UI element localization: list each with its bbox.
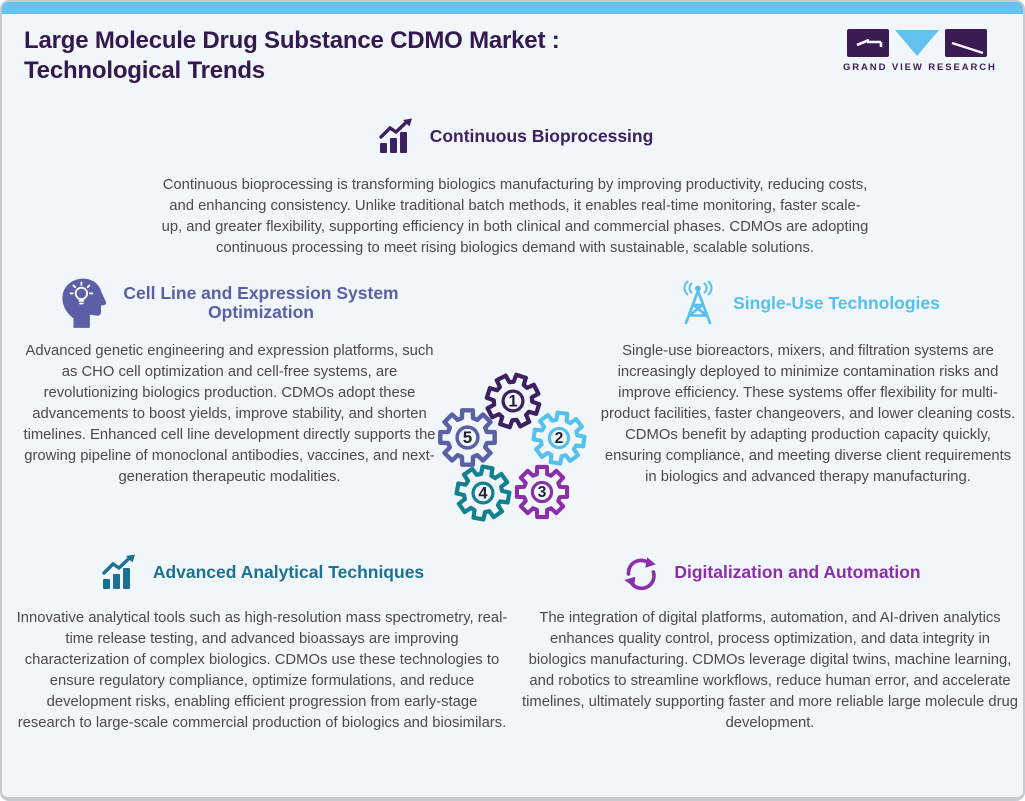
head-lightbulb-icon	[62, 278, 107, 328]
cycle-arrows-icon	[624, 557, 657, 591]
section-heading-row: Continuous Bioprocessing	[160, 114, 870, 158]
gear-icon: 4	[454, 464, 512, 522]
section-body: Innovative analytical tools such as high…	[16, 610, 508, 731]
growth-chart-icon	[102, 554, 135, 589]
gear-icon: 3	[514, 464, 570, 520]
gear-number: 2	[555, 430, 564, 447]
section-body: Single-use bioreactors, mixers, and filt…	[600, 343, 1016, 485]
brand-name: GRAND VIEW RESEARCH	[843, 62, 997, 73]
page-title: Large Molecule Drug Substance CDMO Marke…	[24, 26, 560, 86]
section-heading-row: Single-Use Technologies	[600, 274, 1016, 332]
section-heading-row: Digitalization and Automation	[522, 550, 1018, 594]
top-accent-bar	[2, 2, 1023, 14]
section-body: The integration of digital platforms, au…	[522, 610, 1018, 731]
page-title-line2: Technological Trends	[24, 57, 265, 84]
section-title: Cell Line and Expression System Optimiza…	[123, 283, 399, 322]
gear-5: 5	[436, 406, 499, 469]
antenna-icon	[683, 280, 713, 325]
gear-number: 3	[538, 484, 547, 501]
gear-number: 1	[508, 392, 517, 410]
section-advanced-analytical: Advanced Analytical Techniques Innovativ…	[16, 550, 508, 734]
section-title: Single-Use Technologies	[733, 292, 940, 313]
gear-icon: 1	[484, 372, 542, 430]
section-heading-row: Cell Line and Expression System Optimiza…	[22, 274, 437, 332]
section-title: Digitalization and Automation	[674, 561, 921, 582]
section-cell-line-optimization: Cell Line and Expression System Optimiza…	[22, 274, 437, 488]
section-title: Continuous Bioprocessing	[429, 125, 654, 146]
section-continuous-bioprocessing: Continuous Bioprocessing Continuous biop…	[160, 114, 870, 259]
growth-chart-icon	[378, 118, 412, 153]
page-title-line1: Large Molecule Drug Substance CDMO Marke…	[24, 27, 560, 54]
gear-4: 4	[453, 463, 513, 523]
section-single-use-technologies: Single-Use Technologies Single-use biore…	[600, 274, 1016, 488]
section-heading-row: Advanced Analytical Techniques	[16, 550, 508, 594]
gear-number: 5	[463, 428, 472, 447]
gear-icon: 5	[438, 408, 497, 467]
section-title: Advanced Analytical Techniques	[152, 561, 425, 582]
section-body: Advanced genetic engineering and express…	[23, 343, 436, 485]
section-body: Continuous bioprocessing is transforming…	[161, 177, 869, 256]
section-digitalization-automation: Digitalization and Automation The integr…	[522, 550, 1018, 734]
gear-icon: 2	[531, 410, 587, 466]
gear-1: 1	[483, 371, 543, 431]
gear-number: 4	[478, 484, 487, 502]
gear-3: 3	[513, 463, 571, 521]
gvr-logo-icon	[847, 29, 987, 57]
gear-2: 2	[530, 409, 588, 467]
gvr-logo: GRAND VIEW RESEARCH	[843, 28, 995, 73]
